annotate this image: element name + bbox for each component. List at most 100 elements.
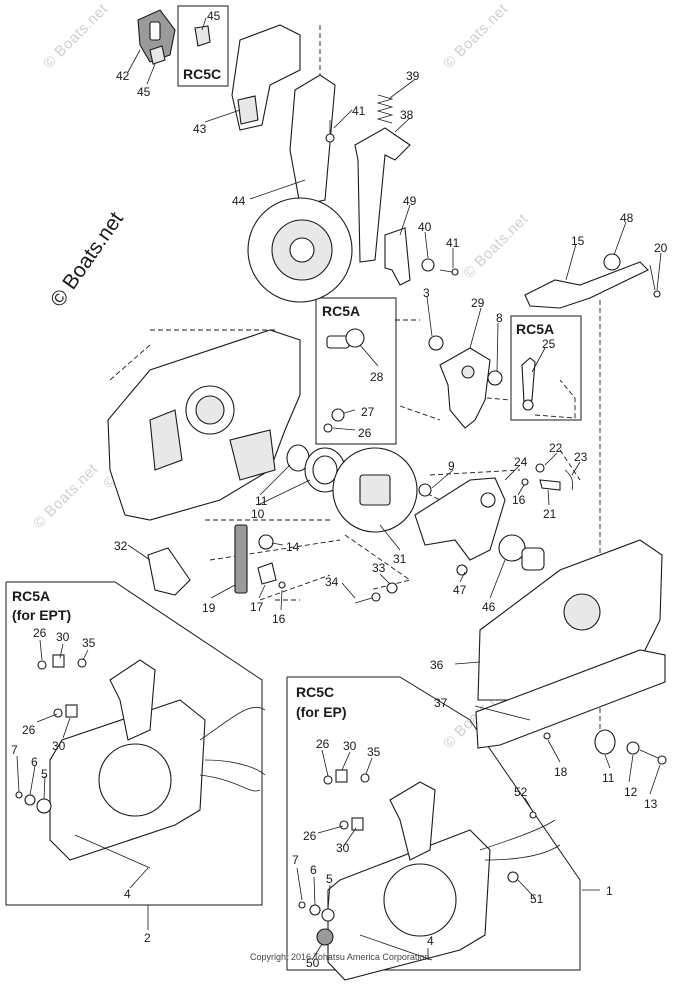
part-29-cam: [439, 347, 491, 429]
label-rc5a-ept: RC5A: [12, 588, 50, 604]
part-26-nut: [323, 423, 333, 433]
callout-25: 25: [542, 337, 556, 351]
part-28-shaft: [326, 328, 365, 349]
callout-26: 26: [33, 626, 47, 640]
callout-35: 35: [367, 745, 381, 759]
callout-19: 19: [202, 601, 216, 615]
callout-35: 35: [82, 636, 96, 650]
callout-51: 51: [530, 892, 544, 906]
rc5c-ep-part-30: [335, 769, 348, 783]
callout-32: 32: [114, 539, 128, 553]
part-12-washer: [626, 741, 640, 755]
callout-11: 11: [255, 494, 268, 508]
part-18-screw: [543, 732, 551, 740]
callout-29: 29: [471, 296, 485, 310]
callout-12: 12: [624, 785, 638, 799]
assembly-guide: [109, 319, 420, 381]
part-48-bushing: [603, 253, 621, 271]
rc5a-ept-part-26: [37, 660, 47, 670]
label-rc5c-ep: RC5C: [296, 684, 334, 700]
callout-30: 30: [336, 841, 350, 855]
callout-1: 1: [606, 884, 613, 898]
part-11-ring-b: [594, 729, 616, 755]
callout-52: 52: [514, 785, 528, 799]
rc5a-ept-part-5: [36, 798, 52, 814]
part-41-screw-b: [439, 268, 459, 276]
rc5a-ept-control-box: [49, 659, 266, 861]
callout-47: 47: [453, 583, 467, 597]
housing-body: [107, 329, 301, 521]
callout-24: 24: [514, 455, 528, 469]
part-8-washer: [487, 370, 503, 386]
part-45-pad: [149, 25, 211, 65]
rc5a-ept-part-30: [52, 654, 65, 668]
callout-41: 41: [446, 236, 460, 250]
callout-22: 22: [549, 441, 563, 455]
rc5a-upper-box: [315, 297, 397, 445]
label-rc5a-ept-sub: (for EPT): [12, 607, 71, 623]
callout-4: 4: [124, 887, 131, 901]
callout-39: 39: [406, 69, 420, 83]
part-31-gear: [332, 447, 418, 533]
part-16-screw: [521, 478, 529, 486]
part-39-spring: [376, 94, 394, 124]
callout-20: 20: [654, 241, 668, 255]
rc5a-ept-part-26b: [53, 708, 63, 718]
part-9-roller: [418, 483, 432, 497]
callout-26: 26: [22, 723, 36, 737]
callout-21: 21: [543, 507, 557, 521]
callout-26: 26: [303, 829, 317, 843]
callout-16: 16: [272, 612, 286, 626]
part-21-clip: [539, 479, 561, 491]
rc5c-top-box: [177, 5, 229, 87]
callout-48: 48: [620, 211, 634, 225]
callout-33: 33: [372, 561, 386, 575]
assembly-guide: [399, 379, 576, 421]
callout-6: 6: [310, 863, 317, 877]
callout-41: 41: [352, 104, 366, 118]
assembly-guide: [205, 519, 412, 601]
callout-15: 15: [571, 234, 585, 248]
label-rc5c-ep-sub: (for EP): [296, 704, 347, 720]
callout-30: 30: [52, 739, 66, 753]
part-32-bracket: [147, 547, 191, 596]
copyright-text: Copyright 2016 Tohatsu America Corporati…: [250, 952, 430, 962]
callout-40: 40: [418, 220, 432, 234]
callout-45: 45: [137, 85, 151, 99]
part-3-collar: [428, 335, 444, 351]
part-23-spring: [564, 469, 574, 491]
part-41-screw: [325, 120, 335, 143]
callout-18: 18: [554, 765, 568, 779]
label-rc5a-upper: RC5A: [322, 303, 360, 319]
callout-5: 5: [326, 872, 333, 886]
part-49-plate: [384, 227, 411, 286]
rc5c-ep-part-7: [298, 901, 306, 909]
rc5c-ep-part-35: [360, 773, 370, 783]
callout-34: 34: [325, 575, 339, 589]
callout-49: 49: [403, 194, 417, 208]
callout-37: 37: [434, 696, 448, 710]
callout-27: 27: [361, 405, 375, 419]
callout-8: 8: [496, 311, 503, 325]
callout-42: 42: [116, 69, 130, 83]
callout-44: 44: [232, 194, 246, 208]
part-22-pin: [535, 463, 545, 473]
callout-17: 17: [250, 600, 264, 614]
rc5a-ept-part-4: [74, 834, 151, 869]
callout-14: 14: [286, 540, 300, 554]
callout-7: 7: [292, 853, 299, 867]
rc5c-ep-part-6: [309, 904, 321, 916]
rc5c-ep-part-26b: [339, 820, 349, 830]
callout-43: 43: [193, 122, 207, 136]
part-47-pin: [456, 564, 468, 576]
callout-11: 11: [602, 771, 615, 785]
part-20-bolt: [649, 264, 661, 298]
callout-13: 13: [644, 797, 658, 811]
callout-46: 46: [482, 600, 496, 614]
part-15-arm: [524, 261, 649, 309]
callout-28: 28: [370, 370, 384, 384]
rc5c-ep-part-50: [316, 928, 334, 946]
part-40-washer: [421, 258, 435, 272]
callout-4: 4: [427, 934, 434, 948]
